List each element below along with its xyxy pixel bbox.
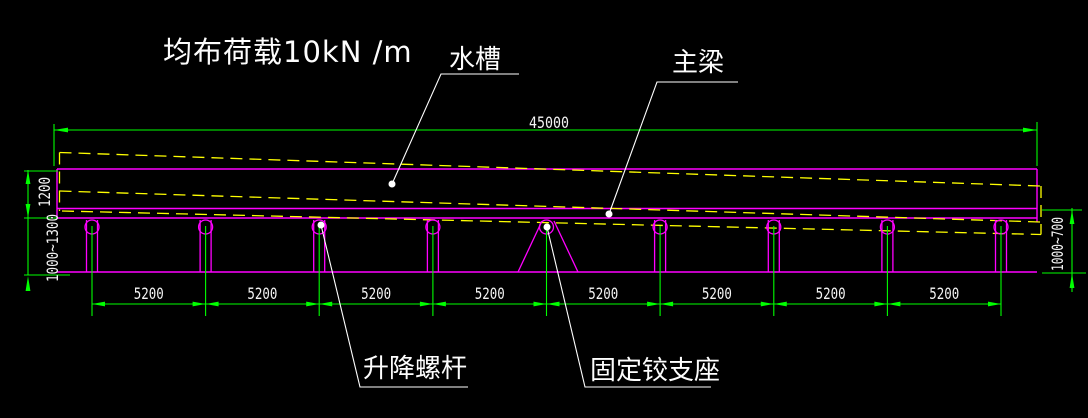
span-value: 5200 (247, 284, 277, 303)
trough-leader-dot (388, 180, 396, 188)
trough-outer-bottom-line (61, 210, 1042, 236)
trough-top-line (59, 151, 1042, 187)
main-beam (56, 168, 1038, 222)
hinge-right-leg (553, 220, 579, 273)
span-value: 5200 (929, 284, 959, 303)
annotations (317, 73, 738, 388)
dimension-beam-depth: 1200 1000~1300 (24, 170, 70, 291)
beam-leader-dot (605, 210, 613, 218)
lifting-screw-label: 升降螺杆 (363, 354, 467, 384)
hinge-leader (546, 226, 711, 388)
span-value: 5200 (361, 284, 391, 303)
left-support-height-value: 1000~1300 (43, 214, 62, 282)
water-trough-hidden-outline (58, 151, 1042, 236)
dimension-total-length: 45000 (53, 113, 1038, 166)
span-value: 5200 (702, 284, 732, 303)
right-support-height-value: 1000~700 (1048, 217, 1067, 271)
water-trough-label: 水槽 (449, 45, 501, 75)
support-centre-lines (91, 226, 1002, 316)
span-value: 5200 (588, 284, 618, 303)
span-value: 5200 (475, 284, 505, 303)
span-value: 5200 (816, 284, 846, 303)
fixed-hinge-label: 固定铰支座 (590, 356, 720, 386)
dimension-arrows (92, 301, 1001, 307)
trough-leader (391, 73, 519, 185)
dimension-spans: 5200 5200 5200 5200 5200 5200 5200 5200 (92, 284, 1001, 307)
beam-leader (608, 81, 738, 215)
hinge-leader-dot (543, 223, 551, 231)
screw-support-posts (85, 220, 1008, 272)
dimension-right-support-height: 1000~700 (1042, 208, 1086, 292)
extension-lines (53, 122, 1038, 166)
extension-lines (1042, 209, 1086, 274)
total-length-value: 45000 (529, 113, 569, 132)
extension-lines (24, 170, 70, 276)
distributed-load-label: 均布荷载10kN /m (163, 35, 413, 69)
dimension-arrows (25, 170, 31, 291)
span-value: 5200 (134, 284, 164, 303)
hinge-left-leg (517, 220, 543, 273)
screw-leader (320, 224, 468, 388)
beam-depth-value: 1200 (35, 177, 54, 207)
main-beam-label: 主梁 (672, 48, 724, 78)
trough-inner-bottom-line (59, 190, 1042, 223)
screw-leader-dot (317, 221, 325, 229)
